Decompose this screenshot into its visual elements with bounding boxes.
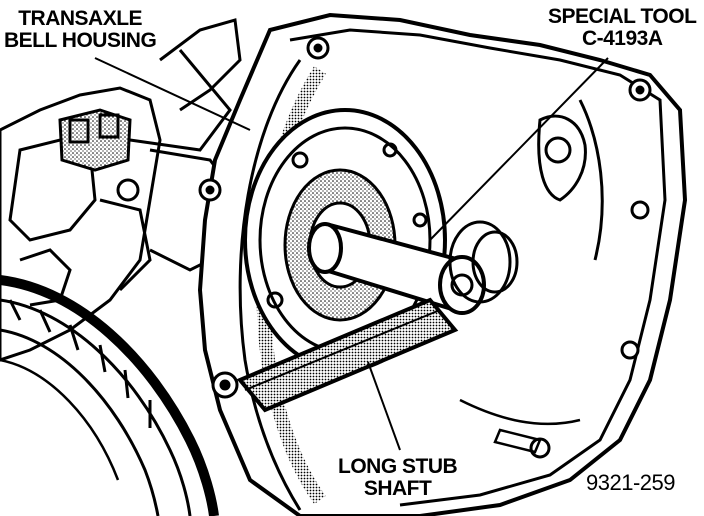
figure-number: 9321-259	[586, 470, 675, 495]
special-tool-label-line1: SPECIAL TOOL	[548, 5, 697, 28]
stub-shaft-label-line1: LONG STUB	[338, 455, 458, 478]
leader-lines	[94, 57, 609, 451]
bell-housing-label-line1: TRANSAXLE	[18, 7, 143, 30]
long-stub-shaft	[236, 297, 459, 413]
bell-housing-label: TRANSAXLE BELL HOUSING	[4, 7, 157, 52]
special-tool-label: SPECIAL TOOL C-4193A	[548, 5, 697, 50]
special-tool	[307, 220, 519, 315]
flywheel	[0, 275, 219, 516]
stub-shaft-label-line2: SHAFT	[363, 477, 432, 500]
stub-shaft-label: LONG STUB SHAFT	[338, 455, 458, 500]
bell-housing-label-line2: BELL HOUSING	[4, 29, 157, 52]
special-tool-label-line2: C-4193A	[581, 27, 663, 50]
